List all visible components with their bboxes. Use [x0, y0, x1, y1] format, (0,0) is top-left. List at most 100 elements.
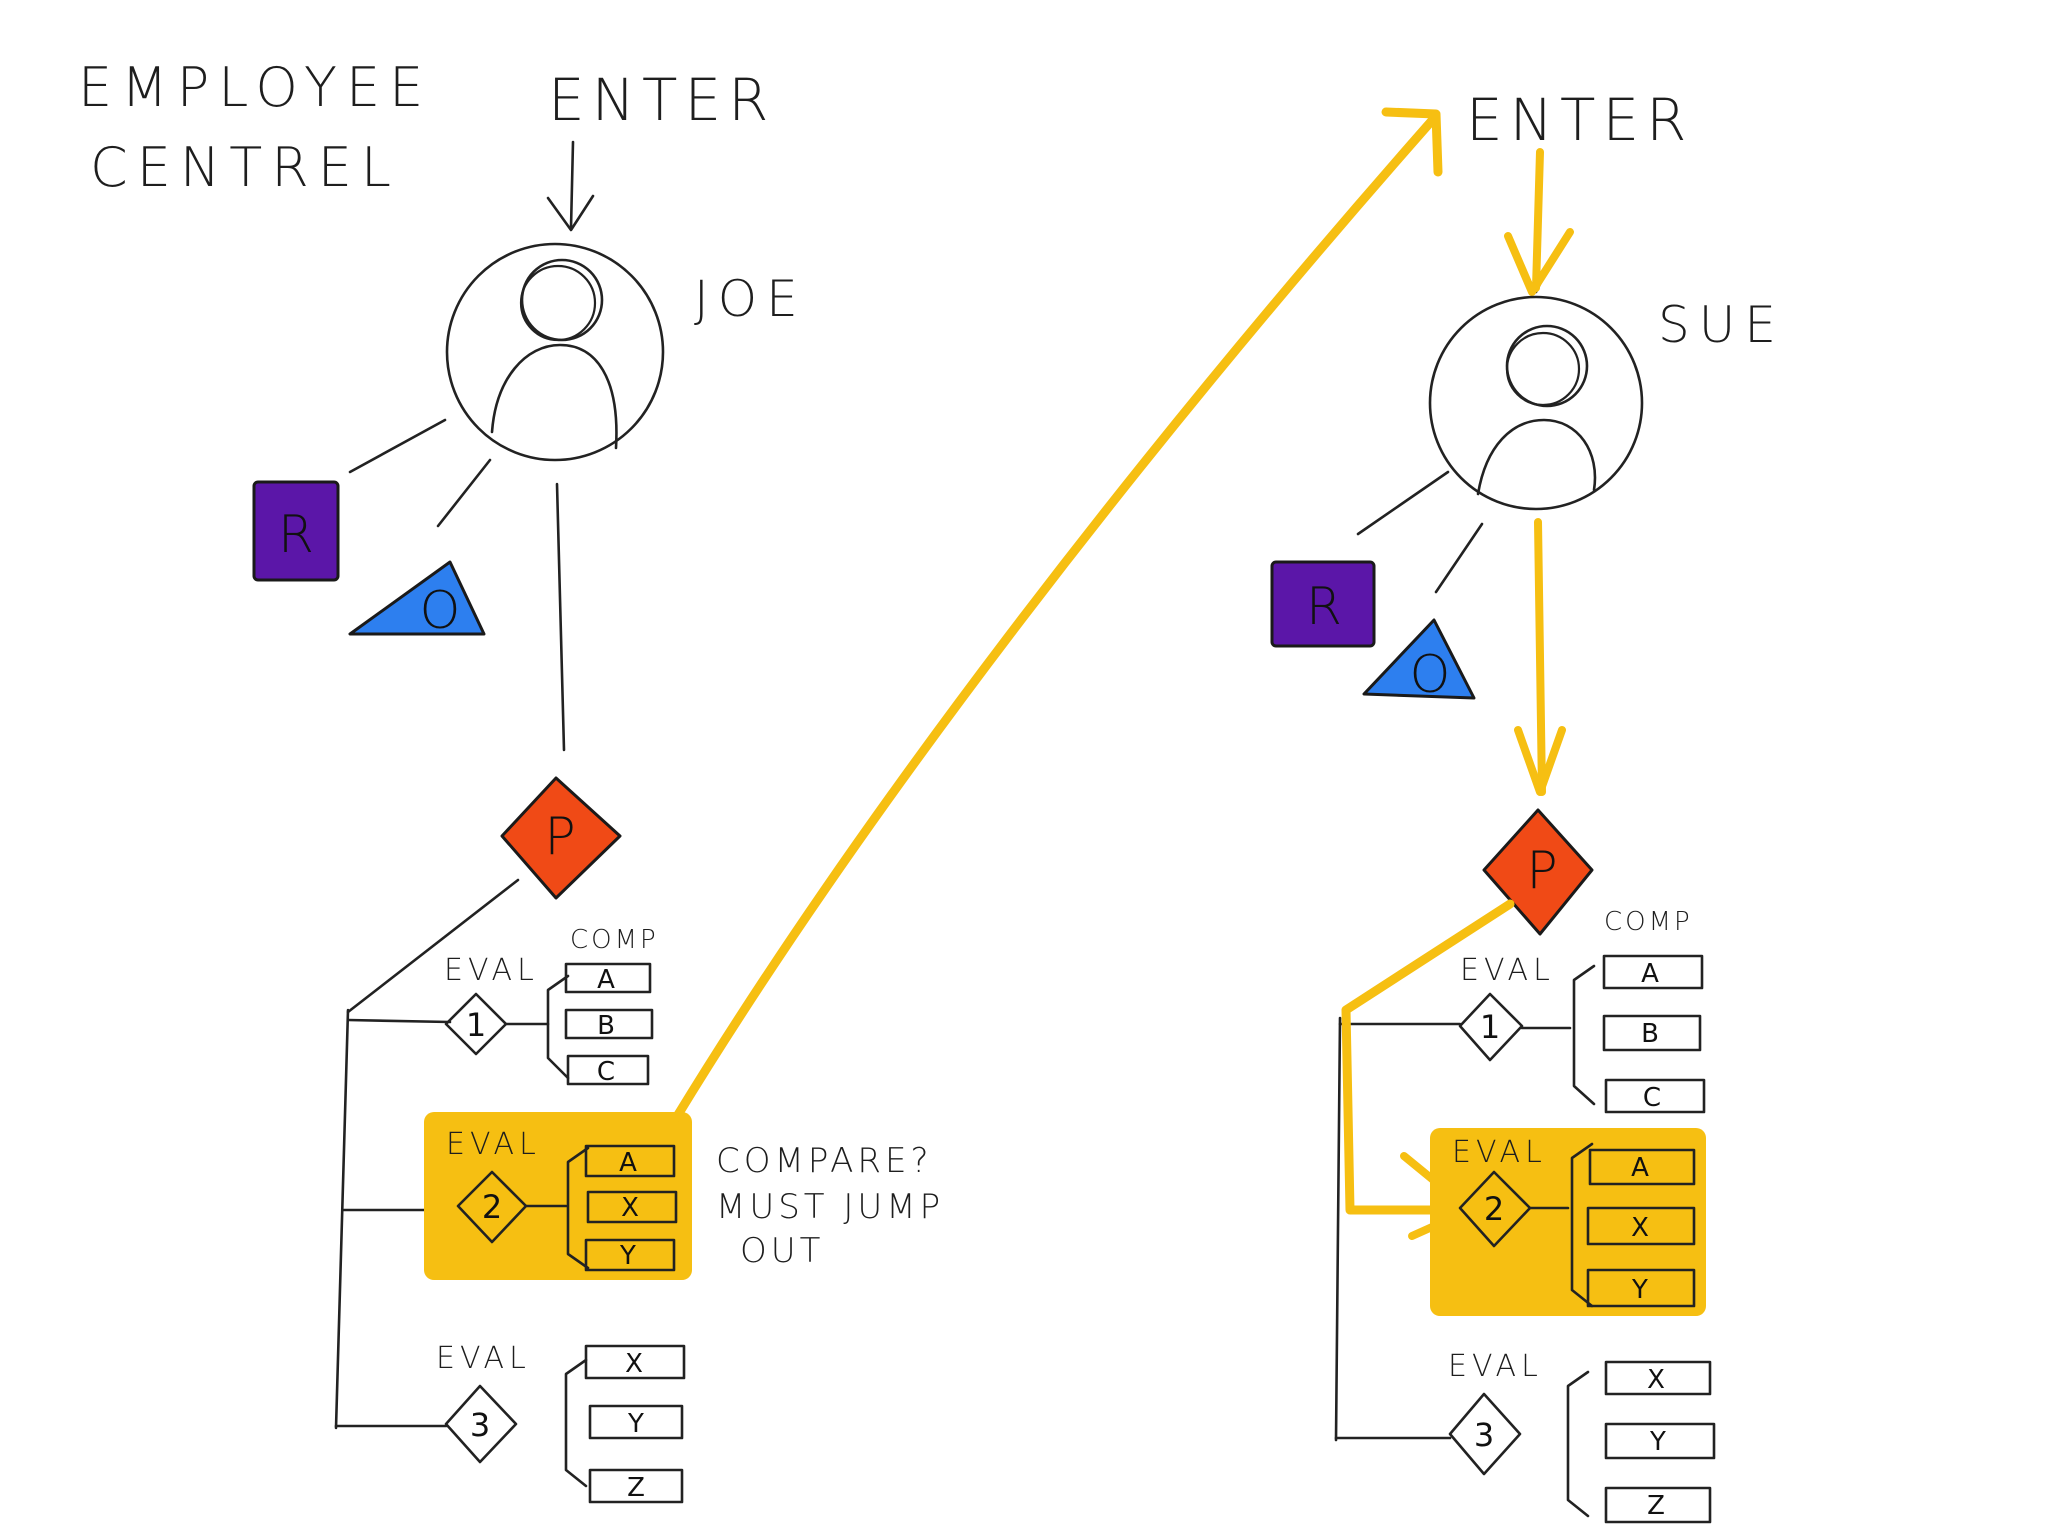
right-enter-label: ENTER: [1466, 86, 1693, 154]
svg-text:A: A: [1631, 1153, 1649, 1183]
svg-text:Y: Y: [627, 1409, 644, 1439]
svg-text:X: X: [621, 1193, 639, 1223]
right-triangle-letter: O: [1410, 645, 1451, 705]
right-eval1-label: EVAL: [1460, 953, 1555, 988]
left-eval3-diamond: 3: [444, 1384, 518, 1464]
svg-text:1: 1: [1480, 1008, 1500, 1046]
svg-text:A: A: [597, 965, 615, 995]
right-square-letter: R: [1306, 577, 1342, 637]
svg-text:A: A: [619, 1148, 637, 1178]
svg-text:Z: Z: [1647, 1491, 1665, 1521]
left-eval2-bracket: [566, 1146, 590, 1270]
left-eval3-label: EVAL: [436, 1341, 531, 1376]
left-eval3-option-x: X: [584, 1344, 686, 1380]
left-eval2-diamond: 2: [456, 1170, 528, 1244]
left-eval1-option-c: C: [566, 1054, 650, 1087]
svg-text:B: B: [597, 1011, 615, 1041]
right-role-diamond: P: [1482, 808, 1594, 936]
right-eval2-option-a: A: [1588, 1148, 1696, 1186]
title-line-1: EMPLOYEE: [78, 56, 432, 119]
svg-text:3: 3: [470, 1406, 490, 1444]
right-eval1-diamond: 1: [1458, 992, 1524, 1062]
left-role-diamond: P: [500, 776, 622, 900]
right-eval1-option-c: C: [1604, 1078, 1706, 1114]
left-eval2-option-y: Y: [584, 1238, 676, 1272]
svg-text:Y: Y: [619, 1241, 636, 1271]
left-eval2-label: EVAL: [446, 1127, 541, 1162]
right-role-square: R: [1270, 560, 1376, 648]
svg-text:B: B: [1641, 1019, 1659, 1049]
svg-text:2: 2: [1484, 1190, 1504, 1228]
svg-text:Y: Y: [1649, 1427, 1666, 1457]
svg-text:C: C: [597, 1057, 615, 1087]
right-eval1-option-a: A: [1602, 954, 1704, 990]
svg-text:1: 1: [466, 1006, 486, 1044]
right-eval3-label: EVAL: [1448, 1349, 1543, 1384]
right-person-icon: [1428, 295, 1644, 511]
svg-text:X: X: [625, 1349, 643, 1379]
right-connector-triangle: [1434, 522, 1484, 594]
right-eval3-diamond: 3: [1448, 1392, 1522, 1476]
right-gold-route: [1341, 899, 1515, 1215]
left-eval3-option-y: Y: [588, 1404, 684, 1440]
left-note-line-1: COMPARE?: [716, 1141, 933, 1181]
left-group: ENTER JOE R O P: [252, 66, 944, 1504]
left-enter-arrow: [546, 140, 595, 232]
left-eval3-option-z: Z: [588, 1468, 684, 1504]
svg-text:Z: Z: [627, 1473, 645, 1503]
right-eval1-option-b: B: [1602, 1014, 1702, 1052]
right-tree-trunk: [1334, 1016, 1342, 1442]
right-connector-square: [1356, 470, 1450, 536]
left-eval1-label: EVAL: [444, 953, 539, 988]
svg-text:2: 2: [482, 1188, 502, 1226]
left-triangle-letter: O: [420, 581, 461, 641]
left-connector-square: [348, 418, 447, 474]
right-eval1-bracket: [1572, 964, 1596, 1106]
right-eval2-bracket: [1570, 1142, 1594, 1308]
right-eval3-option-x: X: [1604, 1360, 1712, 1396]
right-eval3-option-y: Y: [1604, 1422, 1716, 1460]
left-connector-diamond: [555, 482, 566, 752]
left-eval3-bracket: [564, 1358, 588, 1488]
right-connector-diamond-gold: [1534, 518, 1546, 796]
right-eval3-option-z: Z: [1604, 1486, 1712, 1524]
left-eval1-option-b: B: [564, 1008, 654, 1041]
left-eval2-option-x: X: [586, 1190, 678, 1224]
right-enter-arrow: [1504, 148, 1574, 296]
right-eval2-option-y: Y: [1586, 1268, 1696, 1308]
svg-text:X: X: [1647, 1365, 1665, 1395]
left-enter-label: ENTER: [548, 66, 775, 134]
left-role-square: R: [252, 480, 340, 582]
right-diamond-letter: P: [1526, 841, 1557, 901]
right-eval2-label: EVAL: [1452, 1135, 1547, 1170]
title-line-2: CENTREL: [90, 136, 400, 199]
right-eval2-diamond: 2: [1458, 1170, 1532, 1248]
left-person-icon: [445, 242, 665, 462]
right-eval2-option-x: X: [1586, 1206, 1696, 1246]
jump-out-arrow: [671, 107, 1443, 1123]
left-note-line-3: OUT: [740, 1231, 824, 1271]
right-group: ENTER SUE R O: [1270, 86, 1785, 1524]
right-person-name: SUE: [1658, 296, 1785, 354]
left-tree-trunk: [334, 1008, 350, 1430]
svg-text:3: 3: [1474, 1416, 1494, 1454]
left-note-line-2: MUST JUMP: [716, 1187, 944, 1227]
svg-text:A: A: [1641, 959, 1659, 989]
left-comp-label: COMP: [570, 925, 659, 955]
left-eval2-option-a: A: [584, 1144, 676, 1178]
left-role-triangle: O: [348, 560, 486, 641]
right-eval3-bracket: [1566, 1370, 1590, 1518]
left-square-letter: R: [278, 505, 314, 565]
svg-text:C: C: [1643, 1083, 1661, 1113]
right-connector-arrowhead: [1514, 726, 1566, 796]
left-diamond-letter: P: [544, 807, 575, 867]
right-role-triangle: O: [1362, 618, 1476, 705]
left-eval1-diamond: 1: [444, 992, 508, 1056]
svg-text:Y: Y: [1631, 1275, 1648, 1305]
left-diamond-to-trunk: [346, 878, 520, 1014]
right-comp-label: COMP: [1604, 907, 1693, 937]
left-eval1-option-a: A: [564, 962, 652, 995]
left-branch-1: [346, 1018, 452, 1024]
left-connector-triangle: [436, 458, 492, 528]
